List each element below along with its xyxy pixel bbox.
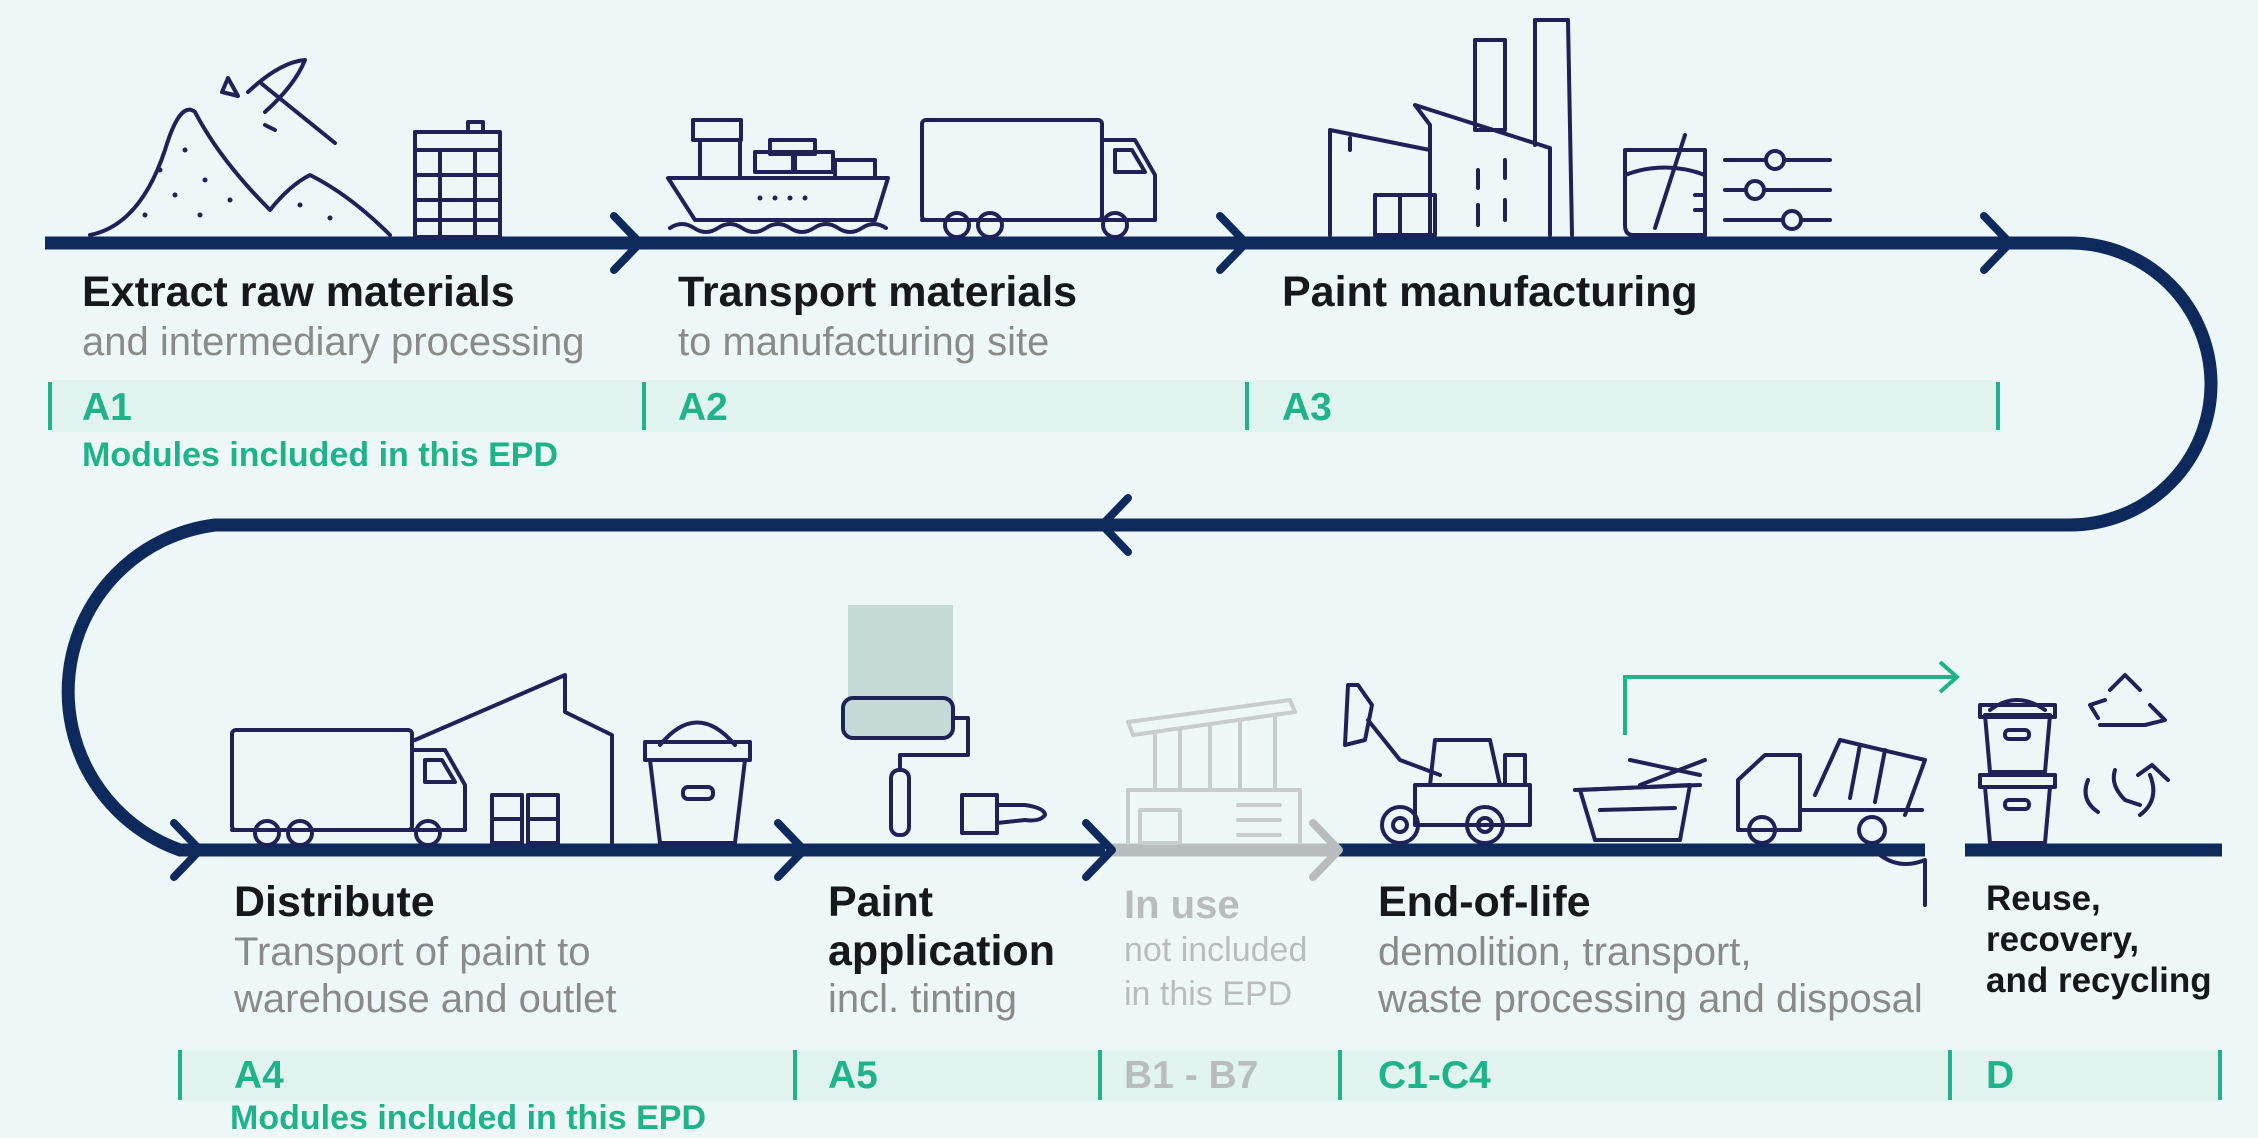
flow-arrows [170,212,2014,881]
a2-module: A2 [678,386,728,429]
brush-icon [960,793,1047,835]
module-band-top [50,380,2000,432]
dumpster-icon [1573,758,1707,842]
paint-roller-icon [841,605,970,837]
truck-icon [920,118,1157,239]
ship-icon [666,118,890,234]
arrow-icon [1082,819,1116,881]
d-module: D [1986,1054,2015,1097]
module-bands [50,380,2220,1102]
arrow-icon [170,819,204,881]
a1-subtitle: and intermediary processing [82,320,585,364]
d-title-line2: recovery, [1986,920,2140,959]
arrow-icon [1216,212,1250,274]
flow-line [45,236,2218,857]
module-separators [48,382,2222,1100]
beaker-icon [1623,133,1707,237]
arrow-icon-grey [1309,819,1343,881]
a2-subtitle: to manufacturing site [678,320,1050,364]
arrow-icon [610,212,644,274]
module-band-bottom [180,1050,2220,1102]
a3-module: A3 [1282,386,1332,429]
arrow-icon [774,819,808,881]
c-subtitle-line2: waste processing and disposal [1378,977,1923,1021]
a5-title-line1: Paint [828,878,934,926]
dump-truck-icon [1736,738,1927,907]
pickaxe-icon [220,58,337,145]
d-title-line1: Reuse, [1986,879,2101,918]
b-subtitle-line2: in this EPD [1124,975,1293,1013]
mountain-icon [88,107,392,237]
c-title: End-of-life [1378,878,1591,926]
a1-module: A1 [82,386,132,429]
d-title-line3: and recycling [1986,961,2212,1000]
recycle-icon [2083,673,2170,817]
warehouse-icon [413,673,614,845]
b-title: In use [1124,883,1240,927]
c-module: C1-C4 [1378,1054,1491,1097]
a4-module: A4 [234,1054,284,1097]
delivery-truck-icon [230,728,467,847]
barrel-icon [413,120,502,239]
a1-title: Extract raw materials [82,268,515,316]
b-module: B1 - B7 [1124,1054,1259,1097]
sliders-icon [1723,149,1832,231]
a4-subtitle-line2: warehouse and outlet [234,977,617,1021]
arrow-icon [1980,212,2014,274]
a4-subtitle-line1: Transport of paint to [234,930,591,974]
paint-bucket-icon [643,720,752,845]
a5-subtitle: incl. tinting [828,977,1017,1021]
a5-title-line2: application [828,927,1055,975]
b-subtitle-line1: not included [1124,931,1308,969]
a3-title: Paint manufacturing [1282,268,1698,316]
a4-title: Distribute [234,878,435,926]
stacked-buckets-icon [1978,698,2057,845]
recovery-arrow [1623,660,1961,735]
arrow-icon [1098,494,1132,556]
a1-included-note: Modules included in this EPD [82,436,559,474]
building-icon [1126,698,1302,845]
a5-module: A5 [828,1054,878,1097]
a4-included-note: Modules included in this EPD [230,1099,707,1137]
a2-title: Transport materials [678,268,1078,316]
factory-icon [1328,18,1574,237]
c-subtitle-line1: demolition, transport, [1378,930,1752,974]
excavator-icon [1343,683,1532,845]
